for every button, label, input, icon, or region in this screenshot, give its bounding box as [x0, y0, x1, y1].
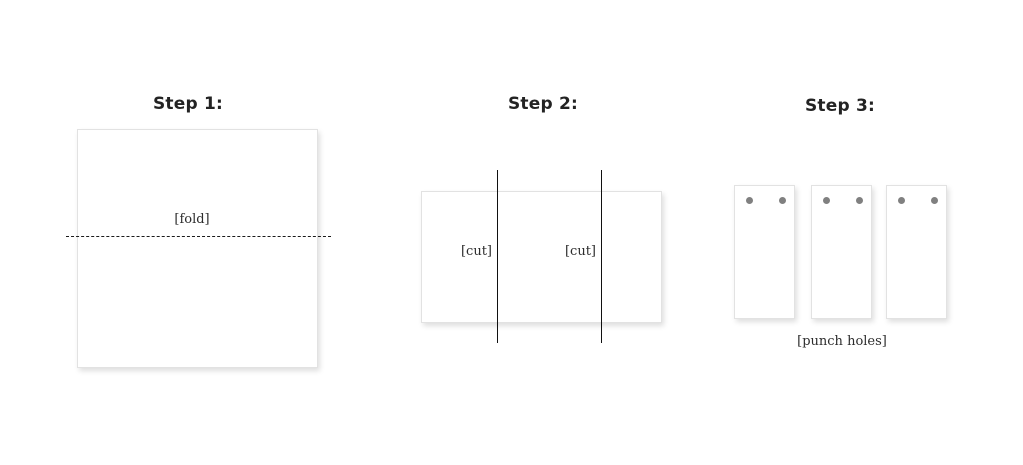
punched-card-1: [734, 185, 795, 319]
punch-hole-icon: [746, 197, 753, 204]
step-2-paper-sheet: [421, 191, 662, 323]
step-1-title: Step 1:: [152, 94, 224, 114]
cut-label-2: [cut]: [564, 244, 596, 259]
punched-card-3: [886, 185, 947, 319]
punch-holes-label: [punch holes]: [797, 334, 887, 349]
punch-hole-icon: [931, 197, 938, 204]
punched-card-2: [811, 185, 872, 319]
step-1-paper-sheet: [77, 129, 318, 368]
step-2-title: Step 2:: [507, 94, 579, 114]
cut-line-2: [601, 170, 602, 343]
fold-dashed-line: [66, 236, 331, 237]
punch-hole-icon: [898, 197, 905, 204]
punch-hole-icon: [856, 197, 863, 204]
punch-hole-icon: [823, 197, 830, 204]
cut-line-1: [497, 170, 498, 343]
cut-label-1: [cut]: [460, 244, 492, 259]
fold-label: [fold]: [174, 212, 210, 227]
punch-hole-icon: [779, 197, 786, 204]
step-3-title: Step 3:: [804, 96, 876, 116]
